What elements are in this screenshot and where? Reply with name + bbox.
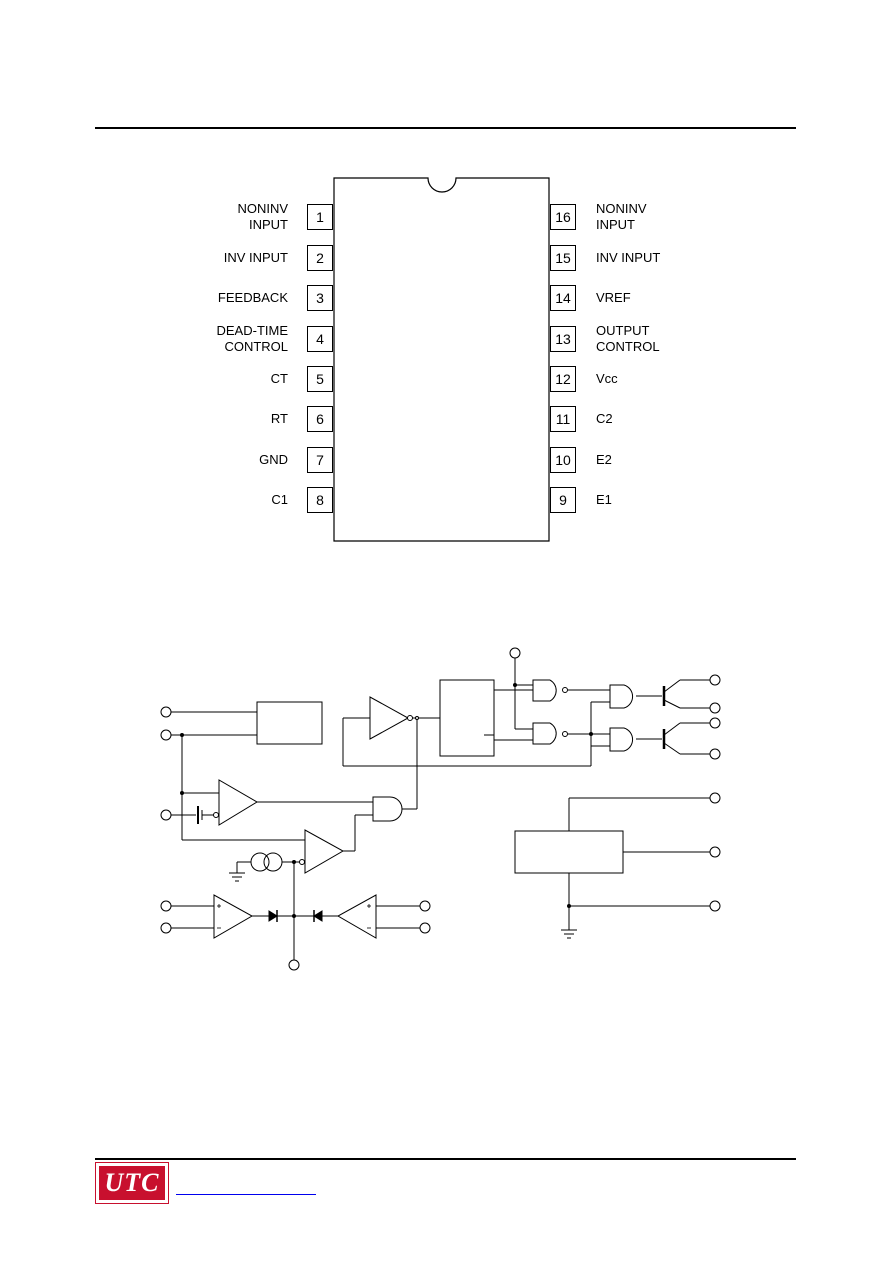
terminal-err1-inv — [160, 922, 172, 934]
pin-1-label-line: INPUT — [249, 217, 288, 232]
terminal-oscillator-rt — [160, 706, 172, 718]
terminal-feedback — [288, 959, 300, 971]
flip-flop-block — [439, 679, 495, 757]
block-diagram — [160, 647, 721, 971]
terminal-group-right — [709, 674, 721, 912]
pin-10-number: 10 — [550, 447, 576, 473]
pin-10-label: E2 — [596, 452, 746, 468]
pin-11-label: C2 — [596, 411, 746, 427]
pin-9-label-line: E1 — [596, 492, 612, 507]
pin-7-label-line: GND — [259, 452, 288, 467]
pin-5-label: CT — [138, 371, 288, 387]
pin-14-label-line: VREF — [596, 290, 631, 305]
pin-1-number: 1 — [307, 204, 333, 230]
terminal-dead-time — [160, 809, 172, 821]
pin-12-number: 12 — [550, 366, 576, 392]
pin-16-label-line: NONINV — [596, 201, 647, 216]
website-link-underline[interactable] — [176, 1194, 316, 1195]
pin-13-label-line: CONTROL — [596, 339, 660, 354]
pin-4-label-line: DEAD-TIME — [216, 323, 289, 338]
and-gate-pwm — [372, 796, 403, 822]
diode-2 — [313, 910, 323, 922]
pin-8-number: 8 — [307, 487, 333, 513]
pin-6-number: 6 — [307, 406, 333, 432]
pin-3-label-line: FEEDBACK — [217, 290, 288, 305]
pin-16-label-line: INPUT — [596, 217, 635, 232]
output-transistor-1 — [662, 679, 710, 709]
footer-rule — [95, 1158, 796, 1160]
pin-9-label: E1 — [596, 492, 746, 508]
ic-package-outline — [333, 177, 550, 542]
nand-gate-2 — [532, 722, 557, 745]
pin-6-label-line: RT — [270, 411, 288, 426]
terminal-err1-noninv — [160, 900, 172, 912]
pin-15-label-line: INV INPUT — [596, 250, 661, 265]
terminal-oscillator-ct — [160, 729, 172, 741]
terminal-err2-inv — [419, 922, 431, 934]
nand-gate-1 — [532, 679, 557, 702]
pin-13-number: 13 — [550, 326, 576, 352]
pin-8-label-line: C1 — [271, 492, 288, 507]
terminal-err2-noninv — [419, 900, 431, 912]
error-amplifier-1 — [213, 894, 254, 939]
pin-2-number: 2 — [307, 245, 333, 271]
pin-6-label: RT — [138, 411, 288, 427]
pin-11-label-line: C2 — [596, 411, 613, 426]
output-gate-1 — [609, 684, 633, 709]
ground-icon-left — [229, 872, 245, 882]
terminal-vref-top — [509, 647, 521, 659]
pin-7-number: 7 — [307, 447, 333, 473]
pin-9-number: 9 — [550, 487, 576, 513]
pin-2-label: INV INPUT — [138, 250, 288, 266]
output-control-buffer — [369, 696, 410, 740]
output-gate-2 — [609, 727, 633, 752]
error-amplifier-2 — [336, 894, 377, 939]
pin-15-number: 15 — [550, 245, 576, 271]
pin-2-label-line: INV INPUT — [223, 250, 288, 265]
current-source-b — [263, 852, 283, 872]
pin-10-label-line: E2 — [596, 452, 612, 467]
pin-13-label-line: OUTPUT — [596, 323, 650, 338]
reference-regulator-block — [514, 830, 624, 874]
dead-time-comparator — [218, 779, 258, 826]
diode-1 — [268, 910, 278, 922]
ground-icon-right — [561, 929, 577, 939]
output-transistor-2 — [662, 722, 710, 755]
utc-logo: UTC — [95, 1162, 169, 1204]
header-rule — [95, 127, 796, 129]
pin-12-label-line: Vcc — [596, 371, 618, 386]
pin-14-label: VREF — [596, 290, 746, 306]
pin-14-number: 14 — [550, 285, 576, 311]
pin-5-label-line: CT — [270, 371, 288, 386]
pin-8-label: C1 — [138, 492, 288, 508]
pwm-comparator — [304, 829, 345, 874]
oscillator-block — [256, 701, 323, 745]
pin-4-label-line: CONTROL — [224, 339, 288, 354]
pin-11-number: 11 — [550, 406, 576, 432]
pin-15-label: INV INPUT — [596, 250, 746, 266]
pin-16-number: 16 — [550, 204, 576, 230]
pin-3-label: FEEDBACK — [138, 290, 288, 306]
ic-body — [333, 177, 550, 542]
terminal-group-left — [160, 706, 172, 934]
pin-3-number: 3 — [307, 285, 333, 311]
pin-7-label: GND — [138, 452, 288, 468]
pin-1-label-line: NONINV — [237, 201, 288, 216]
pin-5-number: 5 — [307, 366, 333, 392]
pin-4-number: 4 — [307, 326, 333, 352]
pin-12-label: Vcc — [596, 371, 746, 387]
